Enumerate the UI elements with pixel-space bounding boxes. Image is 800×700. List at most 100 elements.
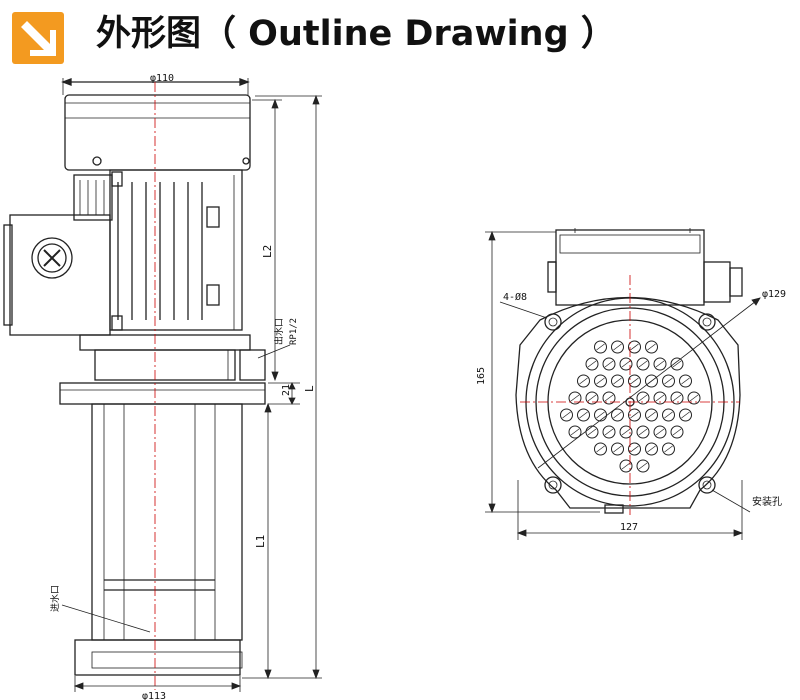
strainer-hole-slash: [672, 428, 682, 436]
strainer-hole: [585, 357, 599, 371]
side-view-pump: [3, 78, 266, 690]
strainer-hole: [653, 425, 667, 439]
strainer-hole: [611, 442, 624, 456]
strainer-hole-slash: [587, 428, 597, 436]
strainer-hole: [662, 374, 675, 388]
strainer-hole-slash: [596, 445, 605, 453]
strainer-hole: [577, 374, 590, 388]
strainer-hole-slash: [570, 428, 580, 436]
strainer-hole-slash: [672, 394, 682, 402]
strainer-hole-slash: [587, 360, 597, 368]
strainer-hole: [636, 425, 650, 439]
strainer-hole: [645, 408, 658, 422]
page-title: 外形图（ Outline Drawing ）: [96, 14, 616, 54]
dim-l2: L2: [261, 245, 274, 258]
arrow-logo-icon: [12, 12, 64, 64]
strainer-hole: [662, 442, 675, 456]
strainer-hole: [602, 425, 616, 439]
strainer-hole: [653, 357, 667, 371]
strainer-hole-slash: [562, 411, 571, 419]
strainer-hole-slash: [638, 394, 648, 402]
end-view-pump: [515, 228, 743, 514]
strainer-hole-slash: [596, 377, 605, 385]
strainer-hole-slash: [621, 462, 631, 470]
strainer-hole: [619, 459, 633, 473]
strainer-hole: [645, 340, 658, 354]
dim-l1: L1: [254, 535, 267, 548]
inlet-label: 进水口: [49, 585, 61, 612]
strainer-hole-slash: [672, 360, 682, 368]
strainer-hole: [594, 340, 607, 354]
strainer-hole: [611, 408, 624, 422]
strainer-hole-slash: [655, 360, 665, 368]
strainer-hole-slash: [604, 394, 614, 402]
strainer-hole-slash: [587, 394, 597, 402]
strainer-hole-slash: [647, 445, 656, 453]
strainer-hole: [628, 442, 641, 456]
strainer-hole-slash: [596, 411, 605, 419]
strainer-hole: [670, 391, 684, 405]
strainer-hole-slash: [621, 428, 631, 436]
strainer-hole-slash: [613, 343, 622, 351]
strainer-hole: [568, 425, 582, 439]
strainer-hole-slash: [664, 377, 673, 385]
strainer-hole: [594, 442, 607, 456]
strainer-hole: [645, 374, 658, 388]
strainer-hole-slash: [604, 360, 614, 368]
strainer-hole-slash: [613, 445, 622, 453]
strainer-hole: [628, 408, 641, 422]
strainer-hole-slash: [638, 360, 648, 368]
strainer-hole: [679, 374, 692, 388]
strainer-hole-slash: [664, 445, 673, 453]
strainer-hole-slash: [579, 377, 588, 385]
strainer-hole-slash: [630, 377, 639, 385]
dim-top-width: φ110: [150, 73, 174, 84]
outline-drawing: φ110 L2 L 21 L1 φ113 出水口 RP1/2 进水口 4-Ø8 …: [3, 73, 786, 700]
strainer-hole: [636, 459, 650, 473]
strainer-hole-slash: [638, 428, 648, 436]
dim-l: L: [303, 385, 316, 392]
strainer-hole: [577, 408, 590, 422]
strainer-hole: [602, 391, 616, 405]
outlet-thread: RP1/2: [289, 318, 299, 345]
strainer-hole: [594, 374, 607, 388]
strainer-hole-slash: [655, 394, 665, 402]
strainer-hole: [628, 374, 641, 388]
strainer-hole: [645, 442, 658, 456]
strainer-hole: [594, 408, 607, 422]
strainer-hole: [611, 340, 624, 354]
strainer-hole: [687, 391, 701, 405]
strainer-hole: [653, 391, 667, 405]
strainer-hole: [670, 357, 684, 371]
strainer-hole: [619, 425, 633, 439]
strainer-hole: [585, 425, 599, 439]
strainer-hole-slash: [613, 377, 622, 385]
strainer-hole-slash: [596, 343, 605, 351]
strainer-hole-slash: [647, 411, 656, 419]
strainer-hole-slash: [621, 360, 631, 368]
strainer-hole-slash: [689, 394, 699, 402]
strainer-hole: [611, 374, 624, 388]
strainer-hole: [568, 391, 582, 405]
strainer-hole: [636, 391, 650, 405]
strainer-hole-slash: [664, 411, 673, 419]
strainer-hole: [679, 408, 692, 422]
dim-bottom-width: φ113: [142, 691, 166, 700]
strainer-hole: [560, 408, 573, 422]
strainer-hole-slash: [579, 411, 588, 419]
height-label: 165: [476, 367, 487, 385]
strainer-hole-slash: [655, 428, 665, 436]
width-label: 127: [620, 522, 638, 533]
strainer-hole: [585, 391, 599, 405]
diameter-label: φ129: [762, 289, 786, 300]
strainer-hole: [619, 357, 633, 371]
strainer-hole-slash: [681, 377, 690, 385]
strainer-hole-slash: [613, 411, 622, 419]
strainer-hole: [602, 357, 616, 371]
holes-label: 4-Ø8: [503, 291, 527, 303]
strainer-hole-slash: [630, 445, 639, 453]
outlet-label: 出水口: [273, 318, 285, 345]
strainer-hole: [662, 408, 675, 422]
strainer-hole: [670, 425, 684, 439]
strainer-hole-slash: [681, 411, 690, 419]
